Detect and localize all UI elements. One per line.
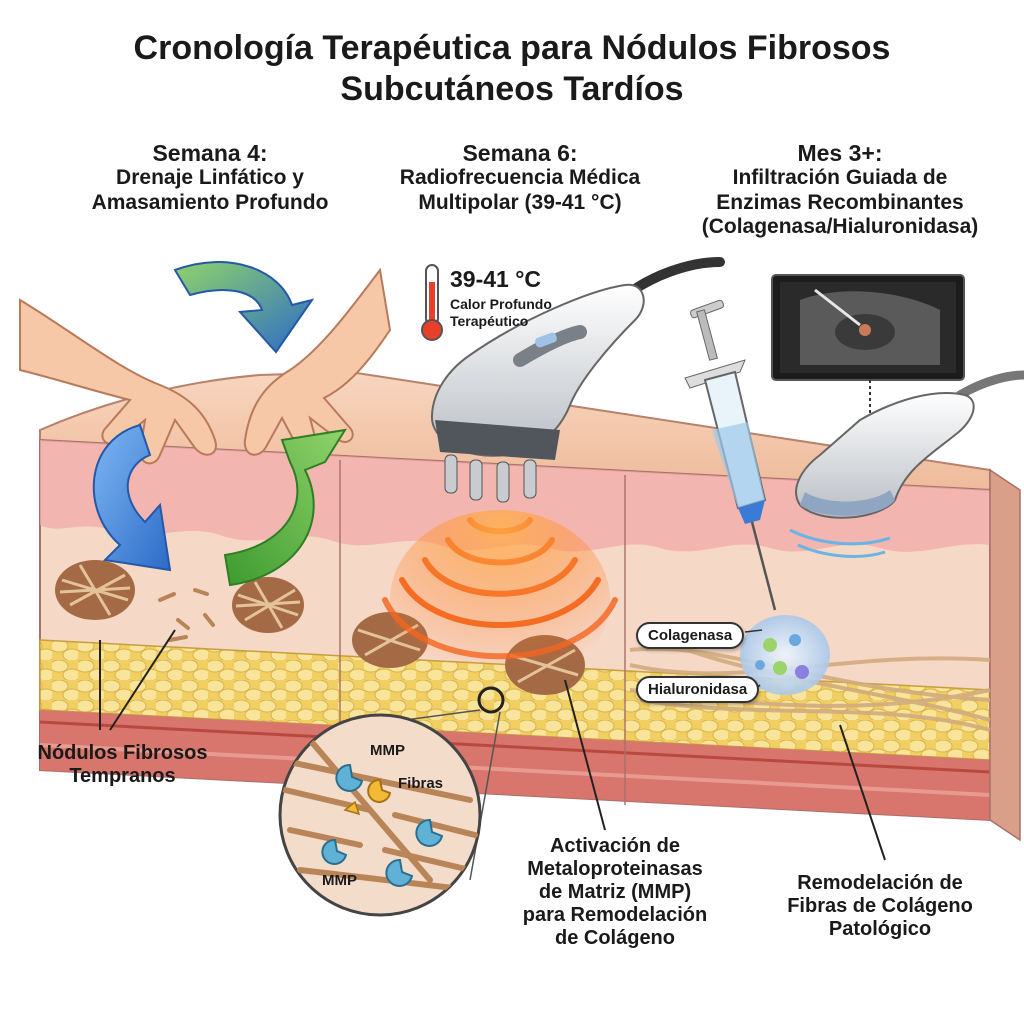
callout-collagen-remodeling: Remodelación de Fibras de Colágeno Patol… <box>760 872 1000 941</box>
step-2-name: Semana 6: <box>462 140 578 166</box>
collagenase-label: Colagenasa <box>636 622 745 649</box>
step-3-desc-line-3: (Colagenasa/Hialuronidasa) <box>701 214 979 238</box>
radiofrequency-section <box>329 257 725 881</box>
step-2-label: Semana 6: Radiofrecuencia Médica Multipo… <box>370 140 670 215</box>
massage-hands <box>19 267 392 465</box>
enzyme-cloud <box>740 615 830 695</box>
lymph-arrow-down-icon <box>173 261 315 354</box>
ultrasound-probe <box>789 392 975 558</box>
callout-early-nodules-line-2: Tempranos <box>69 765 176 787</box>
enzyme-section <box>629 274 1024 861</box>
massage-section <box>19 261 392 731</box>
callout-mmp-line-4: para Remodelación <box>522 904 708 926</box>
inset-fibers: Fibras <box>398 775 444 792</box>
lymph-arrow-blue-icon <box>92 423 172 572</box>
step-1-desc-line-2: Amasamiento Profundo <box>91 190 329 214</box>
ultrasound-monitor <box>771 274 965 420</box>
inset-mmp-bottom: MMP <box>322 872 357 889</box>
step-2-desc-line-2: Multipolar (39-41 °C) <box>418 190 622 214</box>
callout-remodel-line-1: Remodelación de <box>797 872 963 894</box>
rf-handpiece <box>430 283 645 503</box>
step-3-desc-line-1: Infiltración Guiada de <box>732 166 948 190</box>
callout-early-nodules-line-1: Nódulos Fibrosos <box>37 742 208 764</box>
callout-remodel-line-3: Patológico <box>828 918 932 940</box>
callout-mmp-line-3: de Matriz (MMP) <box>538 881 692 903</box>
mmp-enzyme-icon <box>321 763 444 887</box>
callout-mmp-line-1: Activación de <box>549 835 681 857</box>
step-3-desc-line-2: Enzimas Recombinantes <box>716 190 964 214</box>
inset-mmp-top: MMP <box>370 742 405 759</box>
step-1-desc-line-1: Drenaje Linfático y <box>116 166 304 190</box>
thermometer-temp: 39-41 °C <box>450 266 542 292</box>
step-1-label: Semana 4: Drenaje Linfático y Amasamient… <box>60 140 360 215</box>
syringe-icon <box>684 299 777 611</box>
callout-mmp-activation: Activación de Metaloproteinasas de Matri… <box>490 835 740 950</box>
hyaluronidase-label: Hialuronidasa <box>636 676 760 703</box>
step-2-desc-line-1: Radiofrecuencia Médica <box>399 166 641 190</box>
step-1-name: Semana 4: <box>152 140 268 166</box>
thermometer-caption-line-1: Calor Profundo <box>450 296 552 312</box>
callout-remodel-line-2: Fibras de Colágeno <box>787 895 973 917</box>
mmp-inset <box>278 713 482 917</box>
step-3-name: Mes 3+: <box>797 140 883 166</box>
lymph-arrow-green-icon <box>223 428 348 587</box>
early-nodule-right <box>232 577 304 633</box>
callout-mmp-line-2: Metaloproteinasas <box>527 858 703 880</box>
callout-mmp-line-5: de Colágeno <box>554 927 675 949</box>
callout-early-nodules: Nódulos Fibrosos Tempranos <box>15 742 230 788</box>
step-3-label: Mes 3+: Infiltración Guiada de Enzimas R… <box>680 140 1000 239</box>
early-nodule-left <box>55 560 135 620</box>
thermometer-caption-line-2: Terapéutico <box>450 313 529 329</box>
page-title: Cronología Terapéutica para Nódulos Fibr… <box>133 29 891 108</box>
thermometer-icon <box>421 264 443 341</box>
